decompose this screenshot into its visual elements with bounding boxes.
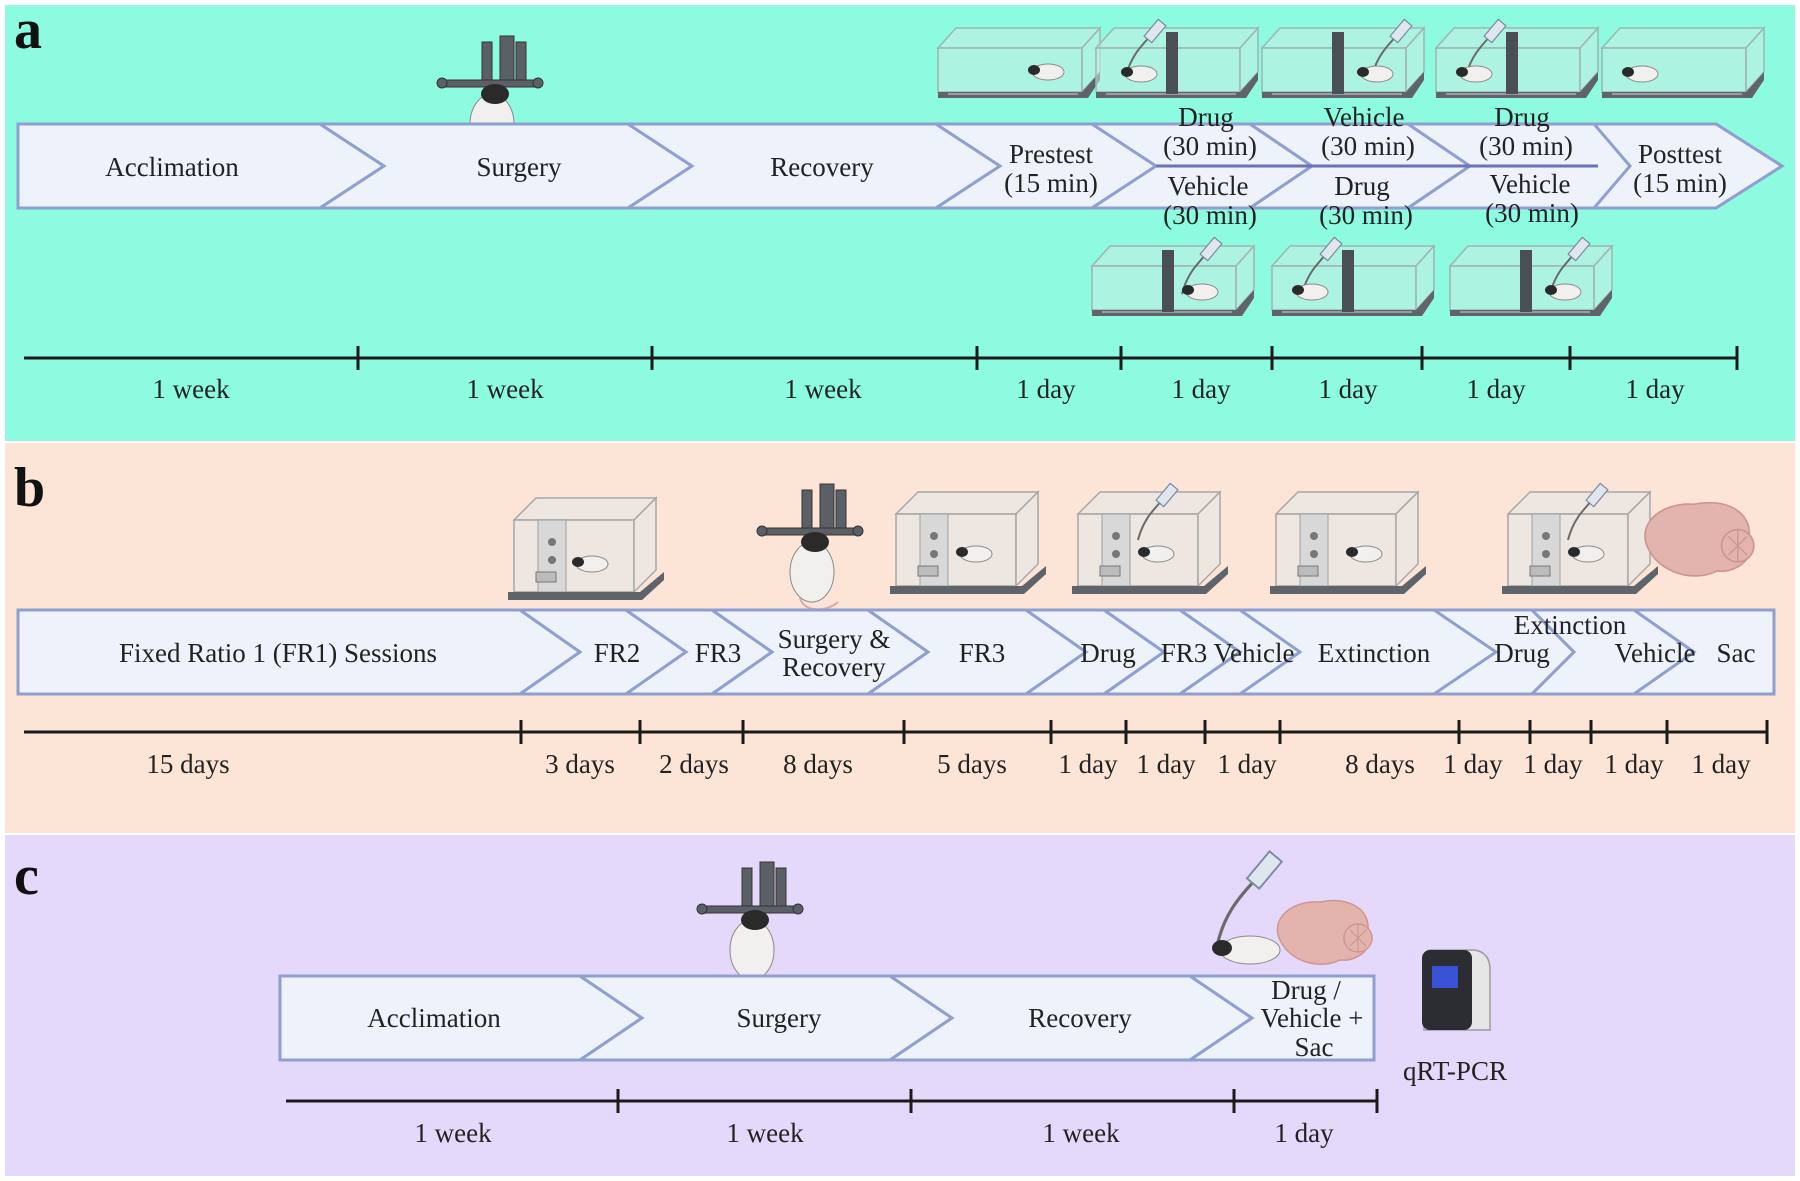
duration-label: 1 day: [1466, 374, 1526, 404]
panel-a-letter: a: [14, 0, 42, 61]
label-fr3a: FR3: [695, 638, 742, 668]
label-qrt-pcr: qRT-PCR: [1403, 1056, 1507, 1086]
label-d2-bottom-line1: Drug: [1334, 171, 1390, 201]
duration-label: 8 days: [783, 749, 853, 779]
duration-label: 1 week: [466, 374, 544, 404]
label-prestest-line1: Prestest: [1009, 139, 1093, 169]
duration-label: 1 day: [1016, 374, 1076, 404]
duration-label: 1 week: [152, 374, 230, 404]
label-d3-bottom-line2: (30 min): [1485, 198, 1579, 228]
label-d2-bottom-line2: (30 min): [1319, 200, 1413, 230]
label-extinction-top: Extinction: [1514, 610, 1627, 640]
duration-label: 1 day: [1625, 374, 1685, 404]
panel-b-stage-labels: Fixed Ratio 1 (FR1) Sessions FR2 FR3 Sur…: [119, 610, 1756, 682]
duration-label: 1 day: [1058, 749, 1118, 779]
label-posttest-line1: Posttest: [1638, 139, 1723, 169]
duration-label: 1 week: [1042, 1118, 1120, 1148]
panel-c-stage-labels: Acclimation Surgery Recovery Drug / Vehi…: [367, 975, 1507, 1086]
label-surgery: Surgery: [477, 152, 562, 182]
panel-c-arrow-chain: [278, 974, 1376, 1062]
duration-label: 1 week: [784, 374, 862, 404]
duration-label: 1 day: [1217, 749, 1277, 779]
label-final-line3: Sac: [1295, 1032, 1334, 1062]
label-d3-top-line1: Drug: [1494, 102, 1550, 132]
duration-label: 1 day: [1443, 749, 1503, 779]
duration-label: 8 days: [1345, 749, 1415, 779]
label-final-line2: Vehicle +: [1261, 1003, 1364, 1033]
label-d2-top-line1: Vehicle: [1324, 102, 1405, 132]
duration-label: 1 week: [726, 1118, 804, 1148]
place-conditioning-cage-icon: [937, 18, 1765, 317]
label-drug: Drug: [1080, 638, 1136, 668]
panel-c-timeline: 1 week 1 week 1 week 1 day: [286, 1089, 1379, 1148]
panel-a-arrow-chain: [16, 122, 1785, 210]
duration-label: 1 day: [1136, 749, 1196, 779]
panel-a-timeline: 1 week 1 week 1 week 1 day 1 day 1 day 1…: [24, 346, 1739, 404]
duration-label: 2 days: [659, 749, 729, 779]
label-sac: Sac: [1717, 638, 1756, 668]
pcr-machine-icon: [1422, 949, 1491, 1031]
duration-label: 1 day: [1318, 374, 1378, 404]
label-extinction-drug: Drug: [1494, 638, 1550, 668]
tethered-mouse-icon: [1212, 849, 1284, 965]
label-fr3b: FR3: [959, 638, 1006, 668]
label-posttest-line2: (15 min): [1633, 168, 1727, 198]
panel-a-stage-labels: Acclimation Surgery Recovery Prestest (1…: [105, 102, 1727, 230]
label-fr2: FR2: [594, 638, 641, 668]
label-prestest-line2: (15 min): [1004, 168, 1098, 198]
duration-label: 1 day: [1274, 1118, 1334, 1148]
label-d3-bottom-line1: Vehicle: [1490, 169, 1571, 199]
duration-label: 15 days: [146, 749, 229, 779]
duration-label: 3 days: [545, 749, 615, 779]
panel-b-arrow-chain: [16, 608, 1776, 696]
label-d1-bottom-line2: (30 min): [1163, 200, 1257, 230]
duration-label: 1 day: [1523, 749, 1583, 779]
label-recovery: Recovery: [1028, 1003, 1132, 1033]
label-acclimation: Acclimation: [105, 152, 239, 182]
label-surgery: Surgery: [737, 1003, 822, 1033]
label-d2-top-line2: (30 min): [1321, 131, 1415, 161]
duration-label: 1 day: [1604, 749, 1664, 779]
label-surgery-recovery-line1: Surgery &: [778, 624, 891, 654]
panel-b-timeline: 15 days 3 days 2 days 8 days 5 days 1 da…: [24, 720, 1769, 779]
brain-slice-icon: [1644, 501, 1755, 577]
label-fr1: Fixed Ratio 1 (FR1) Sessions: [119, 638, 437, 668]
duration-label: 1 day: [1171, 374, 1231, 404]
label-recovery: Recovery: [770, 152, 874, 182]
label-final-line1: Drug /: [1271, 975, 1341, 1005]
stage-posttest-arrow: [1590, 122, 1785, 210]
label-d1-bottom-line1: Vehicle: [1168, 171, 1249, 201]
label-d1-top-line1: Drug: [1178, 102, 1234, 132]
duration-label: 1 week: [414, 1118, 492, 1148]
label-surgery-recovery-line2: Recovery: [782, 652, 886, 682]
label-fr3c: FR3: [1161, 638, 1208, 668]
label-extinction: Extinction: [1318, 638, 1431, 668]
label-vehicle2: Vehicle: [1615, 638, 1696, 668]
brain-slice-icon: [1276, 899, 1373, 966]
label-d1-top-line2: (30 min): [1163, 131, 1257, 161]
panel-b-letter: b: [14, 457, 45, 519]
label-d3-top-line2: (30 min): [1479, 131, 1573, 161]
stage-final-arrow: [1185, 974, 1376, 1062]
duration-label: 5 days: [937, 749, 1007, 779]
label-vehicle: Vehicle: [1214, 638, 1295, 668]
stage-sac-arrow: [1629, 608, 1776, 696]
panel-c-letter: c: [14, 845, 39, 907]
label-acclimation: Acclimation: [367, 1003, 501, 1033]
duration-label: 1 day: [1691, 749, 1751, 779]
